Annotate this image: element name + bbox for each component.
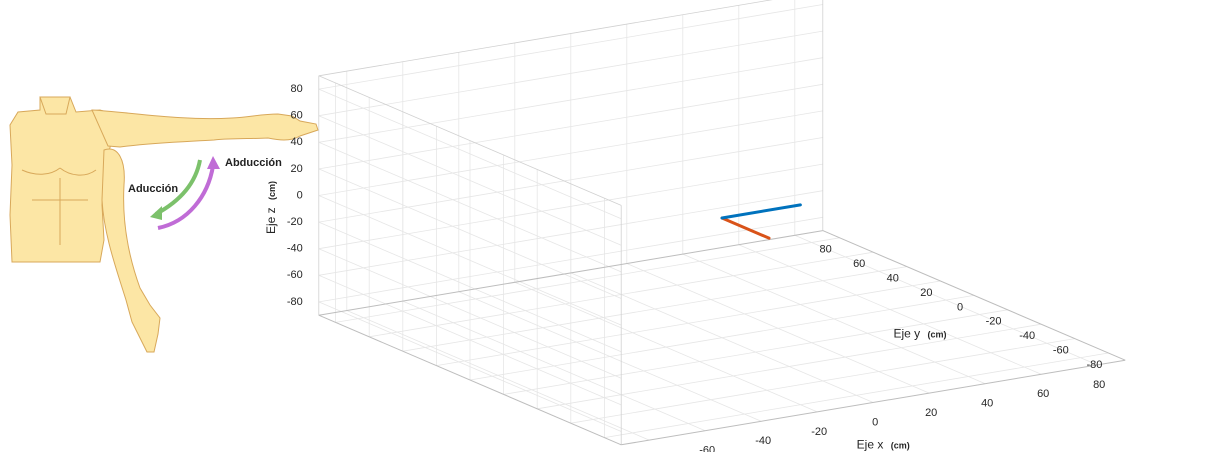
grid-line — [318, 110, 823, 196]
y-axis-unit: (cm) — [928, 329, 947, 339]
x-axis-unit: (cm) — [891, 441, 910, 451]
adduction-arrowhead — [150, 206, 162, 220]
grid-line — [436, 280, 941, 366]
grid-line — [318, 83, 823, 170]
grid-line — [469, 295, 975, 381]
grid-line — [318, 57, 823, 143]
x-axis-line — [621, 359, 1126, 446]
adduction-arrow — [155, 159, 202, 216]
grid-line — [318, 168, 622, 299]
x-axis-name: Eje x — [857, 438, 884, 452]
chart-3d: -80 -60 -40 -20 0 20 40 60 80 80 60 40 20 0 -20 -40 -60 -… — [264, 0, 1126, 452]
z-tick-label: -20 — [287, 216, 303, 228]
adduction-label: Aducción — [128, 183, 178, 195]
axes-edge — [318, 314, 622, 446]
grid-line — [318, 274, 622, 406]
z-axis-label: Eje z (cm) — [264, 181, 278, 234]
grid-line — [570, 338, 1075, 424]
y-tick-label: -60 — [1053, 345, 1069, 357]
axes-edge — [318, 230, 823, 316]
chest-detail — [21, 167, 97, 245]
axes-box — [318, 0, 1126, 446]
grid-line — [537, 323, 1042, 410]
z-tick-label: 80 — [291, 83, 303, 95]
x-tick-label: -40 — [755, 435, 771, 447]
y-tick-label: 80 — [819, 244, 831, 256]
axes-edge — [318, 0, 773, 77]
x-tick-label: 0 — [872, 416, 878, 428]
z-tick-label: -40 — [287, 243, 303, 255]
z-tick-label: 40 — [291, 136, 303, 148]
x-tick-label: -60 — [699, 445, 715, 452]
grid-line — [402, 266, 907, 352]
z-tick-label: 60 — [291, 110, 303, 122]
y-tick-label: -20 — [986, 316, 1002, 328]
z-axis-unit: (cm) — [267, 181, 277, 200]
y-tick-label: 60 — [853, 258, 865, 270]
x-tick-label: 40 — [981, 398, 993, 410]
y-tick-label: -80 — [1086, 359, 1102, 371]
raised-arm-shape — [91, 109, 319, 148]
abduction-arrow — [157, 165, 215, 230]
x-tick-label: 60 — [1037, 388, 1049, 400]
series-line-1 — [720, 216, 771, 240]
shoulder-abduction-illustration: Aducción Abducción — [9, 96, 319, 353]
grid-line — [318, 195, 622, 326]
grid-line — [318, 248, 622, 379]
x-tick-label: -20 — [811, 426, 827, 438]
x-axis-label: Eje x (cm) — [857, 438, 910, 452]
x-tick-label: 80 — [1093, 379, 1105, 391]
grid-line — [318, 137, 823, 223]
grid-line — [318, 30, 823, 117]
abduction-arrowhead — [207, 156, 220, 169]
grid-line — [318, 301, 622, 432]
grid-line — [335, 237, 840, 323]
grid-line — [318, 163, 823, 250]
z-axis-name: Eje z — [264, 207, 278, 234]
neck-shape — [39, 96, 71, 115]
abduction-label: Abducción — [225, 157, 282, 169]
y-tick-label: 0 — [957, 301, 963, 313]
tick-labels: -80 -60 -40 -20 0 20 40 60 80 80 60 40 20 0 -20 -40 -60 -… — [287, 83, 1105, 452]
z-tick-label: 20 — [291, 163, 303, 175]
series-lines — [720, 203, 802, 240]
x-tick-label: 20 — [925, 407, 937, 419]
y-axis-label: Eje y (cm) — [893, 326, 946, 340]
grid-line — [318, 221, 622, 353]
z-tick-label: 0 — [297, 189, 303, 201]
y-axis-name: Eje y — [893, 326, 920, 340]
y-axis-line — [822, 230, 1126, 361]
grid-line — [318, 190, 823, 276]
grid-line — [318, 216, 823, 303]
series-line-2 — [720, 203, 802, 220]
z-tick-label: -80 — [287, 296, 303, 308]
axes-edge — [318, 75, 622, 206]
grid-line — [503, 309, 1008, 395]
y-tick-label: -40 — [1019, 330, 1035, 342]
y-tick-label: 20 — [920, 287, 932, 299]
grid-lines — [318, 0, 1109, 441]
y-tick-label: 40 — [887, 273, 899, 285]
grid-line — [604, 352, 1109, 438]
hanging-arm-shape — [101, 148, 161, 353]
axis-labels: Eje x (cm) Eje y (cm) Eje z (cm) — [264, 181, 947, 452]
z-tick-label: -60 — [287, 269, 303, 281]
grid-line — [318, 4, 823, 90]
